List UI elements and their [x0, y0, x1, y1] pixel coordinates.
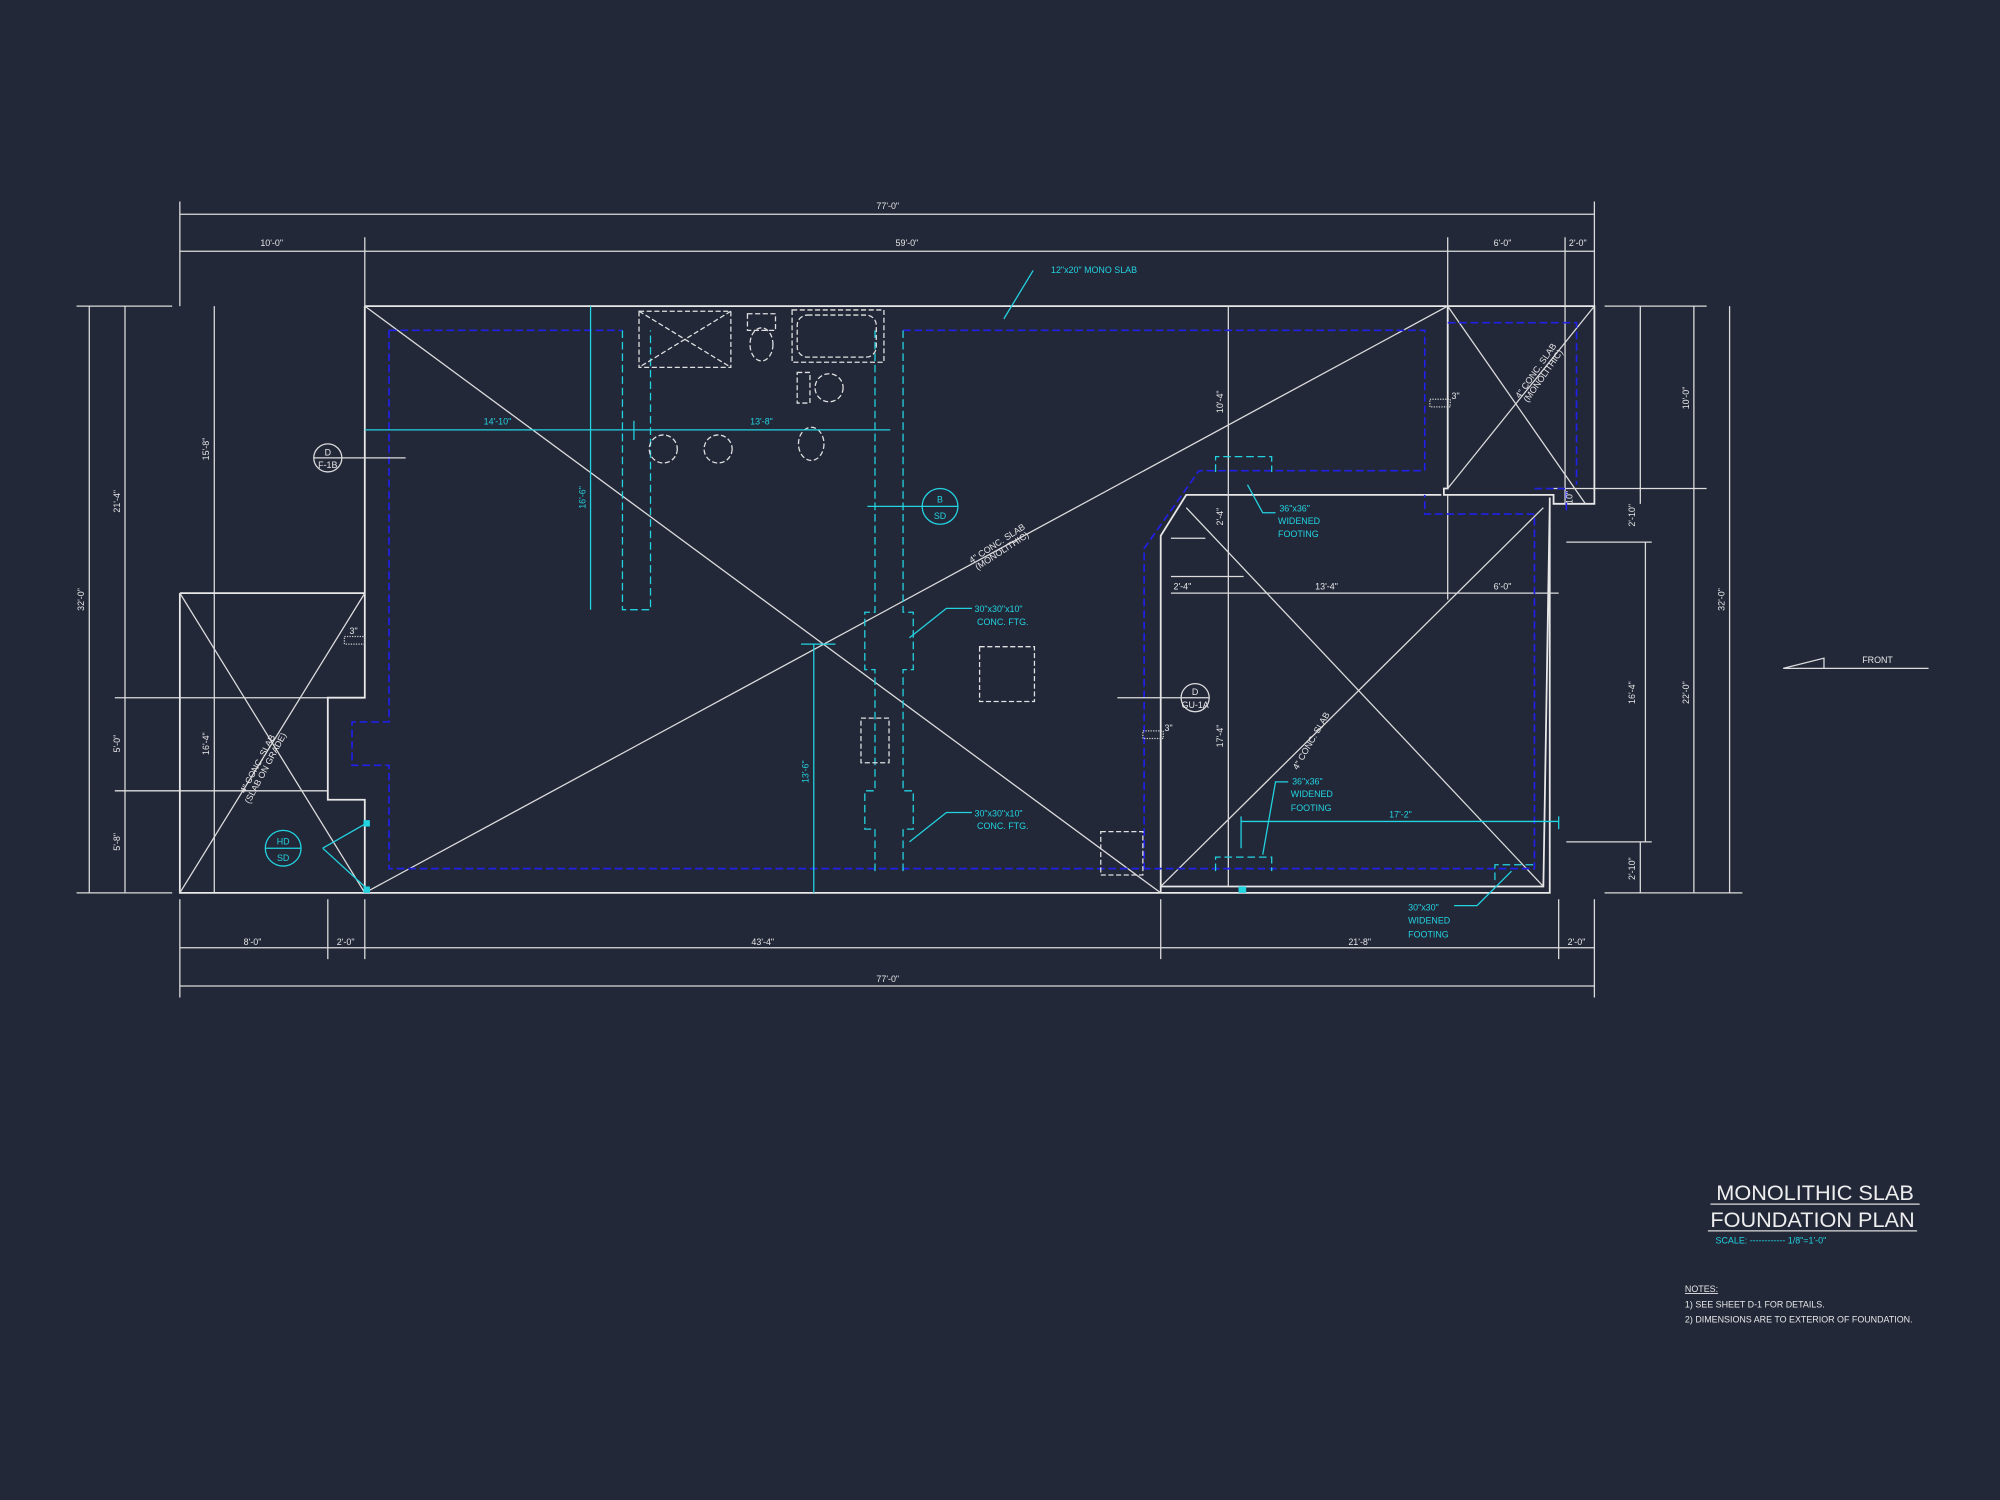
footing-dashed-lines: [351, 321, 1578, 870]
notes-heading: NOTES:: [1685, 1284, 1718, 1294]
callout-top: D: [1192, 687, 1198, 697]
toilet-tank-icon: [746, 313, 777, 331]
callout-d-f1b: D F-1B: [313, 443, 406, 473]
toilet-icon: [796, 371, 811, 404]
dim-16-6: 16'-6": [577, 486, 587, 509]
footing-pad: [860, 717, 890, 764]
inner-dimensions: 10'-4" 2'-4" 17'-4" 2'-4" 13'-4" 6'-0" 1…: [1174, 390, 1575, 747]
note-wf3: WIDENED: [1408, 915, 1450, 925]
dim-13-6: 13'-6": [801, 760, 811, 783]
dim-left-5a: 5'-0": [112, 735, 122, 753]
callout-bottom: SD: [277, 853, 289, 863]
dim-2-4h: 2'-4": [1174, 581, 1192, 591]
dim-bottom-2b: 2'-0": [1568, 937, 1586, 947]
drawing-title-line1: MONOLITHIC SLAB: [1716, 1180, 1913, 1205]
dim-left-16: 16'-4": [201, 732, 211, 755]
section-callouts: D F-1B B SD D GU-1A HD SD: [264, 443, 1210, 867]
dim-bottom-43: 43'-4": [751, 937, 774, 947]
dim-right-32: 32'-0": [1716, 588, 1726, 611]
dim-overall-bottom: 77'-0": [876, 974, 899, 984]
dim-right-2a: 2'-10": [1627, 504, 1637, 527]
note-wf3: 30"x30": [1408, 903, 1439, 913]
title-block: MONOLITHIC SLAB FOUNDATION PLAN SCALE: -…: [1685, 1180, 1920, 1325]
dim-17-4: 17'-4": [1215, 725, 1225, 748]
note-wf2: FOOTING: [1291, 803, 1332, 813]
sink-icon: [797, 426, 825, 462]
dim-left-32: 32'-0": [76, 588, 86, 611]
shower-icon: [638, 310, 732, 368]
dim-bottom-21: 21'-8": [1348, 937, 1371, 947]
note-ftg2: 30"x30"x10": [974, 808, 1022, 818]
footing-pad: [978, 646, 1036, 703]
note-2: 2) DIMENSIONS ARE TO EXTERIOR OF FOUNDAT…: [1685, 1315, 1913, 1325]
dim-13-8: 13'-8": [750, 417, 773, 427]
toilet-bowl-icon: [749, 327, 774, 362]
callout-bottom: F-1B: [318, 460, 337, 470]
foundation-outline: [178, 305, 1596, 894]
cyan-dimensions: 14'-10" 13'-8" 16'-6" 13'-6" 17'-2": [364, 306, 1560, 893]
note-wf2: 36"x36": [1292, 776, 1323, 786]
dim-top-6: 6'-0": [1494, 238, 1512, 248]
note-wf1: WIDENED: [1278, 516, 1320, 526]
dim-17-2: 17'-2": [1389, 810, 1412, 820]
dim-bottom-8: 8'-0": [244, 937, 262, 947]
callout-top: HD: [277, 836, 290, 846]
drop-label: 3": [1165, 723, 1173, 733]
drawing-title-line2: FOUNDATION PLAN: [1710, 1207, 1914, 1232]
dim-top-2: 2'-0": [1569, 238, 1587, 248]
callout-top: B: [937, 495, 943, 505]
note-wf1: FOOTING: [1278, 529, 1319, 539]
dim-right-2b: 2'-10": [1627, 857, 1637, 880]
dim-top-main: 59'-0": [896, 238, 919, 248]
dim-13-4: 13'-4": [1315, 581, 1338, 591]
drop-label: 3": [349, 626, 357, 636]
note-wf1: 36"x36": [1279, 503, 1310, 513]
drawing-scale: SCALE: ------------ 1/8"=1'-0": [1716, 1236, 1827, 1246]
drop-label: 3": [1452, 391, 1460, 401]
dim-14-10: 14'-10": [484, 417, 512, 427]
dim-2-4v: 2'-4": [1215, 508, 1225, 526]
hold-down-marker: [1238, 886, 1247, 893]
left-dimensions: 32'-0" 21'-4" 5'-0" 5'-8" 15'-8" 16'-4": [76, 305, 328, 894]
note-ftg1: 30"x30"x10": [974, 604, 1022, 614]
callout-bottom: SD: [934, 511, 946, 521]
hold-down-marker: [363, 886, 370, 893]
footing-pad: [1100, 830, 1144, 876]
note-mono-slab: 12"x20" MONO SLAB: [1051, 265, 1137, 275]
right-dimensions: 10'-0" 32'-0" 22'-0" 16'-4" 2'-10" 2'-10…: [1553, 305, 1743, 894]
dim-bottom-2a: 2'-0": [337, 937, 355, 947]
dim-right-16: 16'-4": [1627, 681, 1637, 704]
dim-left-21: 21'-4": [112, 490, 122, 513]
top-dimensions: 77'-0" 10'-0" 59'-0" 6'-0" 2'-0": [179, 201, 1596, 307]
callout-top: D: [325, 447, 331, 457]
note-wf2: WIDENED: [1291, 789, 1333, 799]
note-wf3: FOOTING: [1408, 929, 1449, 939]
dim-left-15: 15'-8": [201, 438, 211, 461]
dim-6-0: 6'-0": [1494, 581, 1512, 591]
front-label: FRONT: [1862, 655, 1893, 665]
front-marker: FRONT: [1783, 655, 1929, 670]
sink-icon: [703, 434, 733, 464]
sink-icon: [648, 434, 678, 464]
dim-top-left: 10'-0": [260, 238, 283, 248]
dim-10-4: 10'-4": [1215, 390, 1225, 413]
dim-overall-top: 77'-0": [876, 201, 899, 211]
note-ftg1: CONC. FTG.: [977, 617, 1028, 627]
dim-right-10: 10'-0": [1681, 387, 1691, 410]
bottom-dimensions: 77'-0" 8'-0" 2'-0" 43'-4" 21'-8" 2'-0": [179, 899, 1596, 998]
callout-d-gu1a: D GU-1A: [1117, 683, 1210, 713]
note-1: 1) SEE SHEET D-1 FOR DETAILS.: [1685, 1299, 1825, 1309]
dim-left-5b: 5'-8": [112, 833, 122, 851]
callout-bottom: GU-1A: [1182, 700, 1209, 710]
dim-right-22: 22'-0": [1681, 681, 1691, 704]
callout-hd-sd: HD SD: [264, 829, 302, 867]
note-ftg2: CONC. FTG.: [977, 821, 1028, 831]
callout-b-sd: B SD: [867, 487, 959, 525]
bathroom-fixtures: [638, 309, 885, 464]
interior-footings: [363, 330, 1534, 893]
bathtub-icon: [791, 309, 885, 363]
dim-10in: 10": [1565, 491, 1575, 504]
